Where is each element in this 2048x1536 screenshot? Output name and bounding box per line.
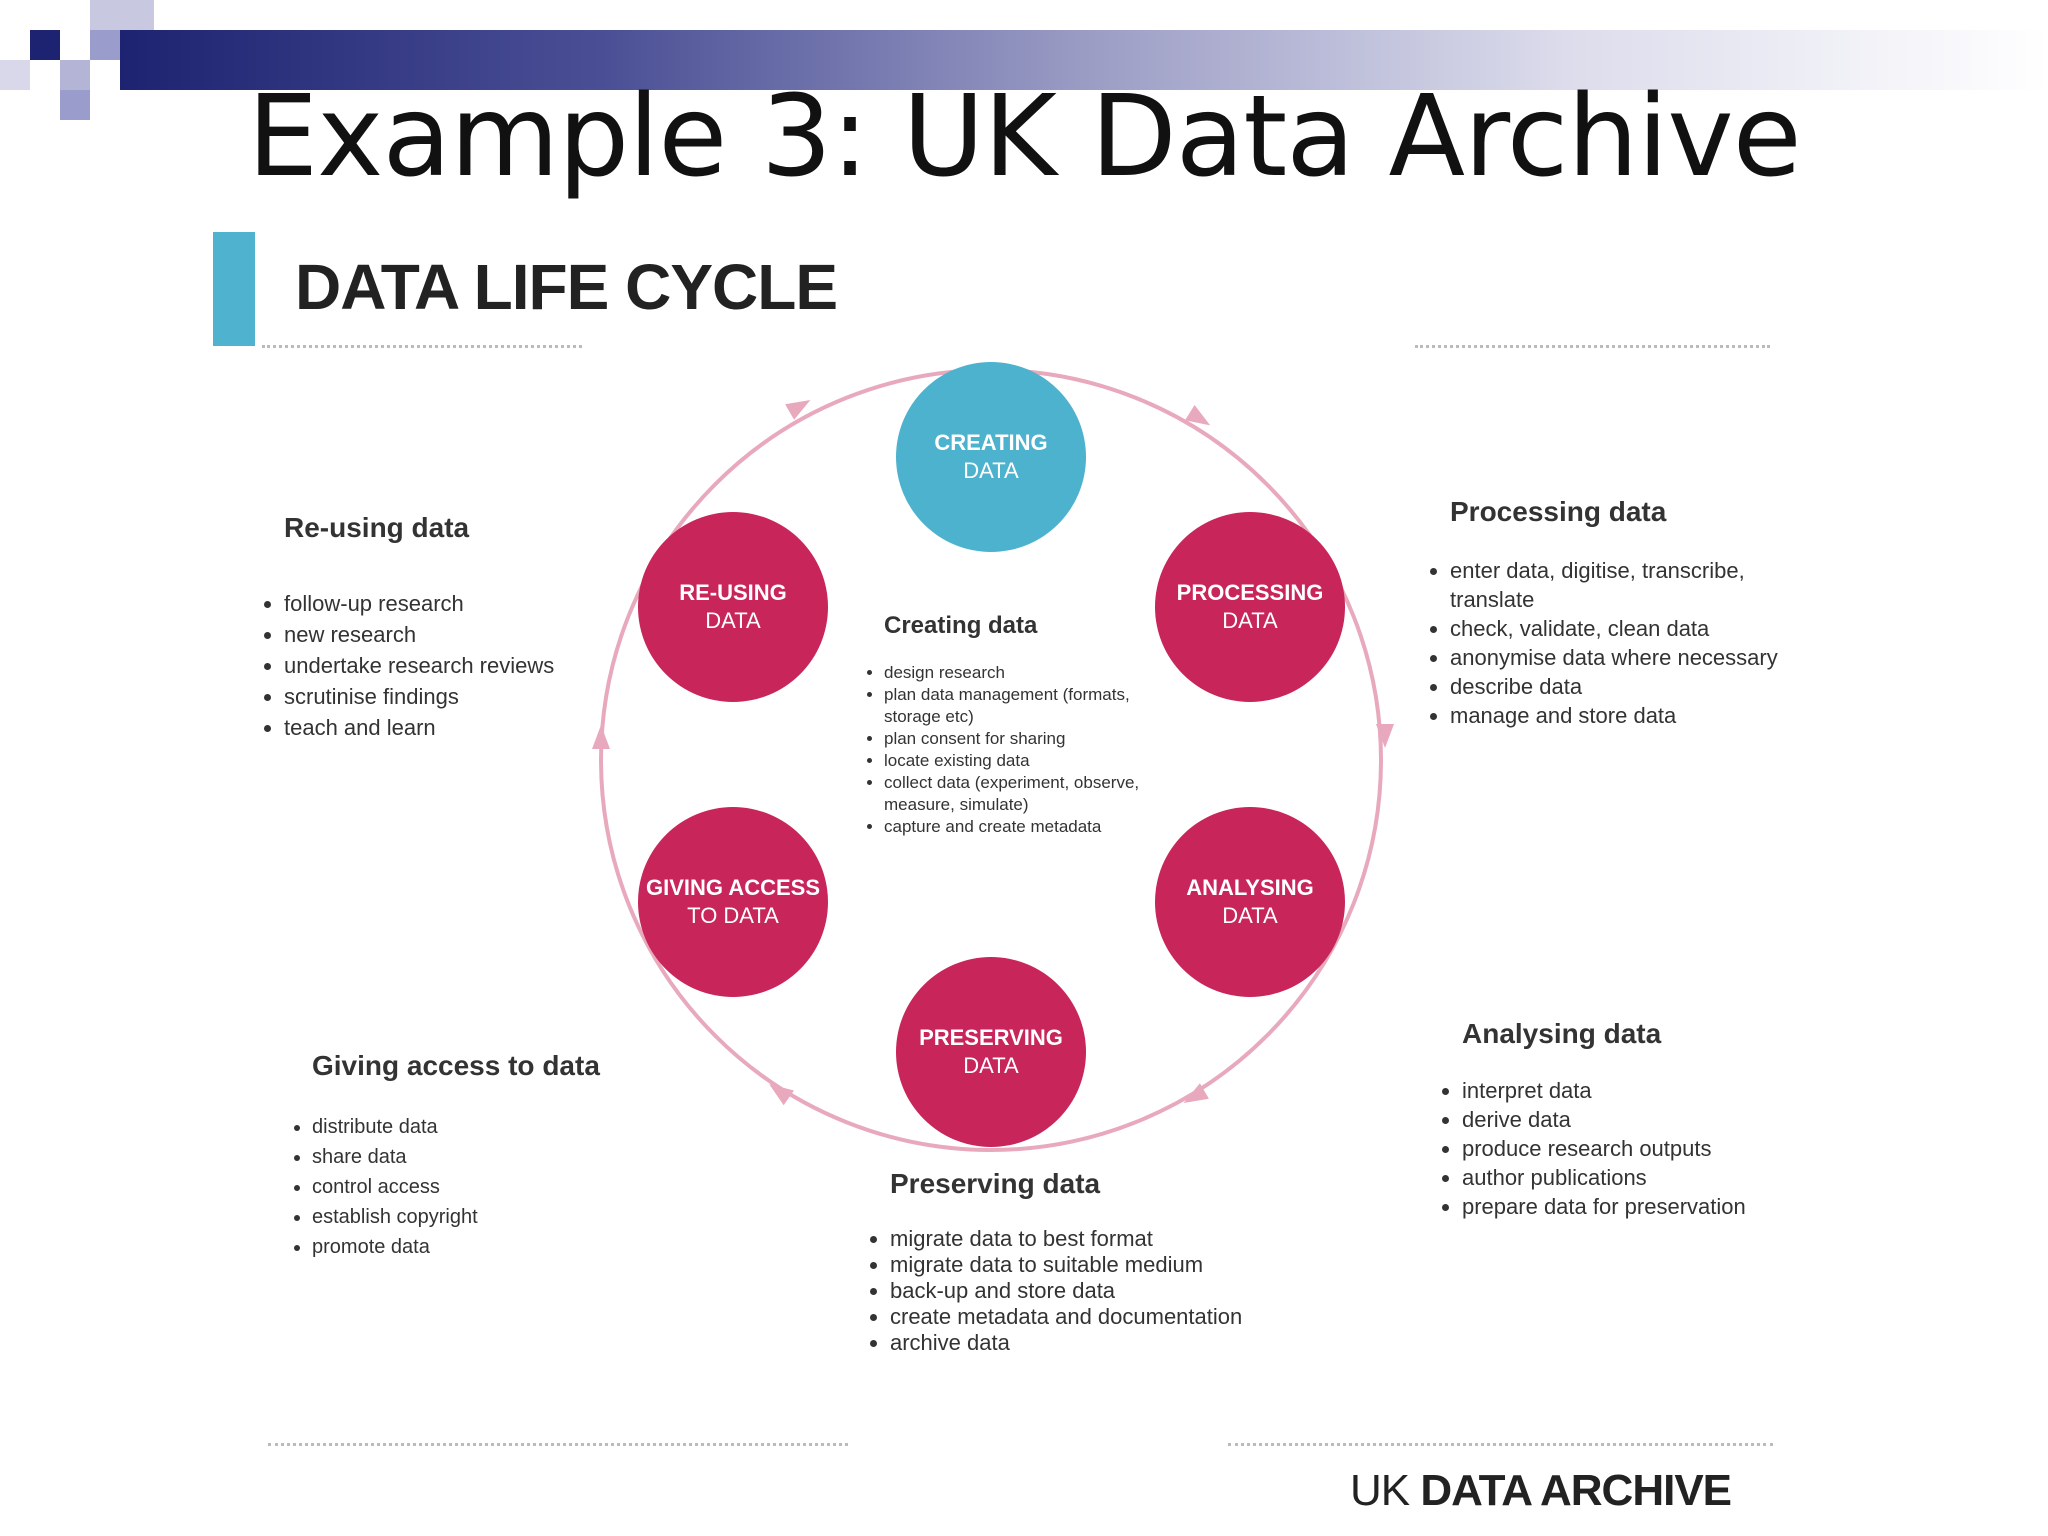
stage-sublabel: DATA (1222, 608, 1278, 633)
list-item: derive data (1462, 1105, 1780, 1134)
stage-sublabel: DATA (705, 608, 761, 633)
logo-light-text: UK (1350, 1466, 1421, 1515)
section-processing: Processing data enter data, digitise, tr… (1428, 496, 1798, 730)
list-item: locate existing data (884, 750, 1162, 772)
section-heading: Re-using data (284, 512, 470, 543)
header-square-lilac (90, 30, 120, 60)
list-item: interpret data (1462, 1076, 1780, 1105)
list-item: back-up and store data (890, 1278, 1248, 1304)
stage-creating-data: CREATING DATA (896, 362, 1086, 552)
stage-label: PROCESSING (1176, 580, 1324, 605)
section-reusing: Re-using data follow-up research new res… (262, 512, 602, 743)
divider-bottom-left (268, 1443, 848, 1446)
list-item: scrutinise findings (284, 681, 602, 712)
header-square-lilac (0, 60, 30, 90)
stage-label: PRESERVING (919, 1025, 1063, 1050)
stage-label: RE-USING (679, 580, 787, 605)
section-heading: Creating data (884, 612, 1038, 639)
list-item: establish copyright (312, 1202, 630, 1232)
arrow-icon (1185, 405, 1211, 426)
section-heading: Analysing data (1462, 1018, 1662, 1049)
list-item: design research (884, 662, 1162, 684)
header-square-navy (30, 30, 60, 60)
list-item: plan consent for sharing (884, 728, 1162, 750)
list-item: plan data management (formats, storage e… (884, 684, 1162, 728)
section-giving-access: Giving access to data distribute data sh… (290, 1050, 630, 1262)
stage-sublabel: DATA (963, 458, 1019, 483)
header-square-lilac (90, 0, 154, 30)
section-heading: Giving access to data (312, 1050, 600, 1081)
slide-title: Example 3: UK Data Archive (247, 72, 1801, 202)
header-square-lilac (60, 60, 90, 90)
list-item: migrate data to suitable medium (890, 1252, 1248, 1278)
list-item: create metadata and documentation (890, 1304, 1248, 1330)
list-item: archive data (890, 1330, 1248, 1356)
section-preserving: Preserving data migrate data to best for… (868, 1168, 1248, 1356)
section-analysing: Analysing data interpret data derive dat… (1440, 1018, 1780, 1221)
list-item: distribute data (312, 1112, 630, 1142)
section-heading: Preserving data (890, 1168, 1101, 1199)
list-item: manage and store data (1450, 701, 1798, 730)
list-item: anonymise data where necessary (1450, 643, 1798, 672)
stage-label: GIVING ACCESS (646, 875, 820, 900)
arrow-icon (1183, 1083, 1209, 1103)
stage-giving-access-data: GIVING ACCESS TO DATA (638, 807, 828, 997)
stage-sublabel: TO DATA (687, 903, 779, 928)
list-item: teach and learn (284, 712, 602, 743)
list-item: undertake research reviews (284, 650, 602, 681)
list-item: prepare data for preservation (1462, 1192, 1780, 1221)
stage-label: CREATING (934, 430, 1048, 455)
list-item: share data (312, 1142, 630, 1172)
list-item: produce research outputs (1462, 1134, 1780, 1163)
title-accent-bar (213, 232, 255, 346)
arrow-icon (769, 1084, 794, 1106)
section-heading: Processing data (1450, 496, 1667, 527)
list-item: author publications (1462, 1163, 1780, 1192)
stage-reusing-data: RE-USING DATA (638, 512, 828, 702)
header-gradient-bar (120, 30, 2048, 90)
stage-analysing-data: ANALYSING DATA (1155, 807, 1345, 997)
divider-top-right (1415, 345, 1770, 348)
uk-data-archive-logo: UK DATA ARCHIVE (1350, 1466, 1732, 1516)
list-item: follow-up research (284, 588, 602, 619)
stage-sublabel: DATA (1222, 903, 1278, 928)
section-creating: Creating data design research plan data … (862, 612, 1162, 838)
header-square-lilac (60, 90, 90, 120)
stage-sublabel: DATA (963, 1053, 1019, 1078)
stage-preserving-data: PRESERVING DATA (896, 957, 1086, 1147)
list-item: migrate data to best format (890, 1226, 1248, 1252)
logo-bold-text: DATA ARCHIVE (1420, 1466, 1732, 1515)
list-item: promote data (312, 1232, 630, 1262)
list-item: capture and create metadata (884, 816, 1162, 838)
diagram-title: DATA LIFE CYCLE (295, 251, 838, 323)
list-item: new research (284, 619, 602, 650)
list-item: control access (312, 1172, 630, 1202)
divider-bottom-right (1228, 1443, 1773, 1446)
list-item: collect data (experiment, observe, measu… (884, 772, 1162, 816)
arrow-icon (1376, 724, 1394, 748)
list-item: describe data (1450, 672, 1798, 701)
stage-label: ANALYSING (1186, 875, 1314, 900)
stage-processing-data: PROCESSING DATA (1155, 512, 1345, 702)
list-item: check, validate, clean data (1450, 614, 1798, 643)
arrow-icon (592, 725, 610, 749)
arrow-icon (785, 400, 811, 420)
divider-top-left (262, 345, 582, 348)
list-item: enter data, digitise, transcribe, transl… (1450, 556, 1798, 614)
